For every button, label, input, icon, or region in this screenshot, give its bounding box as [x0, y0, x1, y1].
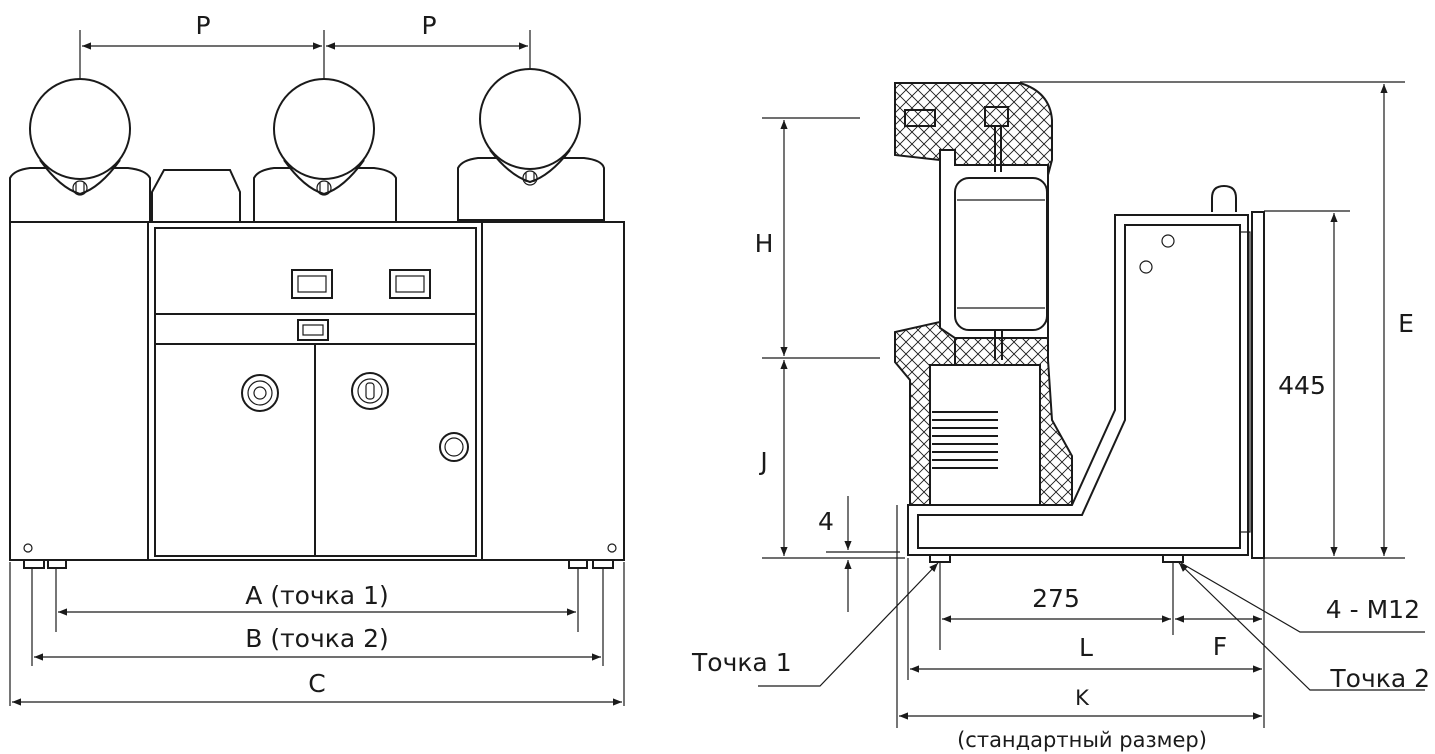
knob-left: [241, 374, 279, 412]
foot: [592, 559, 614, 569]
pole-left: [9, 78, 151, 223]
label-e: E: [1398, 309, 1414, 338]
label-h: H: [755, 229, 774, 258]
label-p-left: P: [195, 11, 210, 40]
foot: [23, 559, 45, 569]
indicator-window-2: [389, 269, 431, 299]
label-p-right: P: [421, 11, 436, 40]
middle-block: [151, 169, 241, 226]
label-k: K: [1075, 686, 1090, 710]
side-dimensions: [758, 81, 1425, 728]
label-point-2: Точка 2: [1329, 664, 1430, 693]
foot: [568, 559, 588, 569]
pole-middle: [253, 78, 397, 227]
label-standard-size: (стандартный размер): [957, 728, 1207, 752]
label-j: J: [758, 447, 767, 476]
side-view: [894, 82, 1265, 563]
label-f: F: [1213, 632, 1227, 661]
knob-key: [351, 372, 389, 410]
label-m12: 4 - M12: [1326, 595, 1420, 624]
label-b: B (точка 2): [245, 624, 389, 653]
foot: [47, 559, 67, 569]
label-445: 445: [1278, 371, 1326, 400]
springs: [932, 411, 998, 469]
front-dimensions: [9, 30, 625, 706]
label-point-1: Точка 1: [691, 648, 792, 677]
label-4: 4: [818, 507, 834, 536]
front-plate: [1251, 211, 1265, 559]
label-275: 275: [1032, 584, 1080, 613]
base-frame: [907, 214, 1249, 556]
counter-window: [297, 319, 329, 341]
front-view: [9, 68, 625, 569]
mount-point-2: [1162, 554, 1184, 563]
label-a: A (точка 1): [245, 581, 388, 610]
label-c: C: [308, 669, 325, 698]
pole-right: [457, 68, 605, 221]
knob-right: [439, 432, 469, 462]
vacuum-interrupter: [954, 177, 1048, 331]
label-l: L: [1079, 633, 1093, 662]
indicator-window-1: [291, 269, 333, 299]
mount-point-1: [929, 554, 951, 563]
